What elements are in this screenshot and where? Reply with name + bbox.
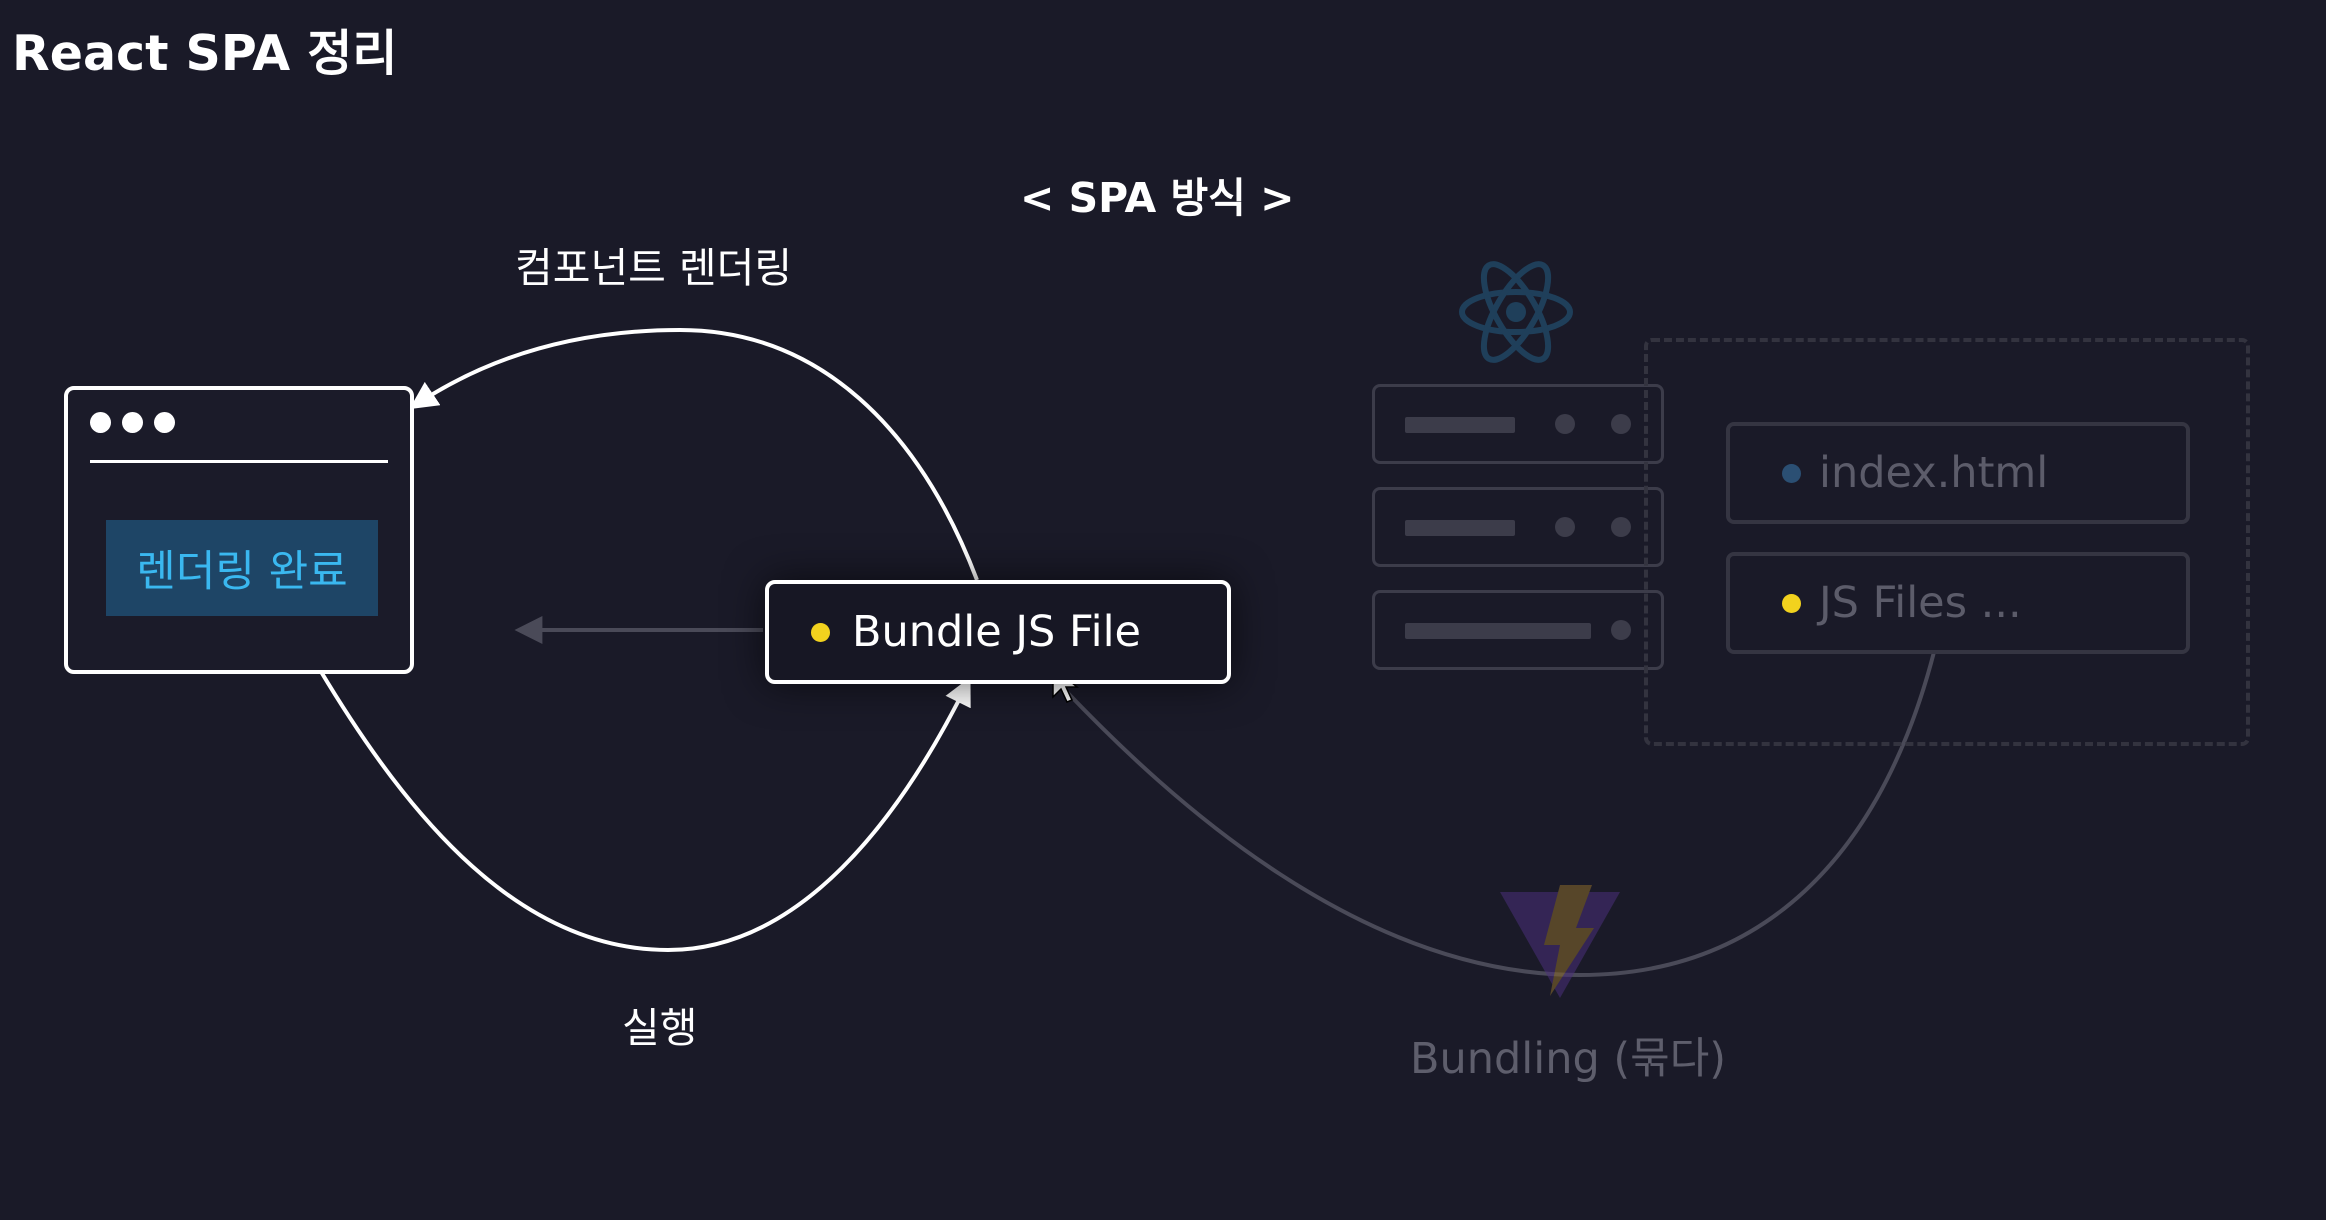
file-label: index.html: [1819, 448, 2049, 498]
file-label: JS Files ...: [1819, 578, 2022, 628]
render-arrow: [409, 327, 979, 581]
server-unit: [1372, 590, 1664, 670]
bundle-label: Bundle JS File: [852, 607, 1141, 657]
window-controls: [90, 412, 175, 433]
server-led: [1611, 620, 1631, 640]
window-dot-icon: [154, 412, 175, 433]
server-led: [1555, 414, 1575, 434]
react-logo-icon: [1459, 261, 1573, 363]
page-title: React SPA 정리: [12, 25, 398, 82]
window-dot-icon: [90, 412, 111, 433]
file-dot-icon: [1782, 463, 1801, 483]
server-slot: [1405, 623, 1591, 639]
bundle-js-file-box: Bundle JS File: [765, 580, 1231, 684]
execute-arrow: [318, 668, 971, 953]
window-dot-icon: [122, 412, 143, 433]
server-slot: [1405, 417, 1515, 433]
server-unit: [1372, 487, 1664, 567]
source-files-group: [1644, 338, 2250, 746]
server-slot: [1405, 520, 1515, 536]
address-bar-divider: [90, 460, 388, 463]
render-complete-box: 렌더링 완료: [106, 520, 378, 616]
render-label: 컴포넌트 렌더링: [515, 244, 793, 292]
bundle-dot-icon: [811, 622, 830, 642]
browser-window: 렌더링 완료: [64, 386, 414, 674]
bundling-label: Bundling (묶다): [1410, 1034, 1727, 1084]
diagram-subtitle: < SPA 방식 >: [1020, 174, 1295, 222]
bundling-curve: [1063, 651, 1936, 978]
file-index-html: index.html: [1726, 422, 2190, 524]
server-led: [1611, 517, 1631, 537]
execute-label: 실행: [622, 1004, 698, 1052]
server-unit: [1372, 384, 1664, 464]
server-led: [1611, 414, 1631, 434]
file-dot-icon: [1782, 593, 1801, 613]
file-js-files: JS Files ...: [1726, 552, 2190, 654]
vite-logo-icon: [1500, 885, 1620, 998]
server-led: [1555, 517, 1575, 537]
